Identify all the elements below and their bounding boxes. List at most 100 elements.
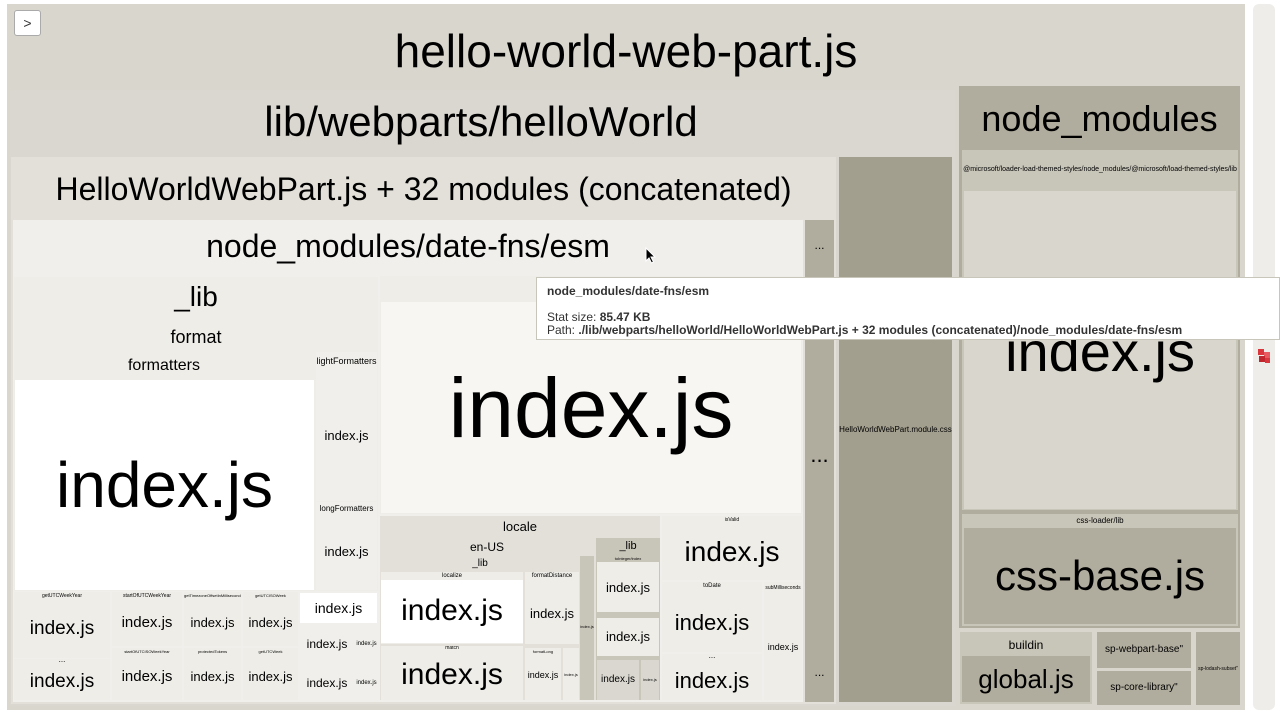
folder-label-format: format (170, 327, 222, 347)
folder-gettimezoneoffset[interactable]: getTimezoneOffsetInMilliseconds index.js (184, 592, 241, 646)
folder-label: longFormatters (319, 504, 374, 513)
file-label: index.js (29, 671, 95, 692)
folder-ellipsis[interactable]: ... index.js (14, 659, 110, 700)
folder-label: _lib (619, 540, 637, 552)
folder-label: lightFormatters (316, 356, 377, 366)
file-index-js[interactable]: index.js (300, 625, 354, 663)
folder-label: getUTCWeek (258, 649, 283, 654)
file-label: index.js (121, 614, 173, 631)
file-index-js[interactable]: index.js (563, 648, 579, 700)
file-index-js[interactable]: index.js (597, 618, 659, 656)
package-label: sp-core-library" (1110, 682, 1178, 693)
folder-startofutcisoweekyear[interactable]: startOfUTCISOWeekYear index.js (112, 648, 182, 700)
folder-protectedtokens[interactable]: protectedTokens index.js (184, 648, 241, 700)
folder-label: subMilliseconds (765, 585, 801, 591)
file-label: global.js (978, 664, 1074, 694)
folder-label: toDate (703, 583, 721, 589)
file-label: index.js (401, 594, 503, 627)
folder-getutcisoweek[interactable]: getUTCISOWeek index.js (243, 592, 298, 646)
file-index-js[interactable]: index.js (300, 593, 377, 623)
file-label: index.js (448, 361, 734, 455)
file-label: index.js (674, 610, 750, 635)
folder-label: locale (503, 519, 537, 534)
folder-formatdistance[interactable]: formatDistance index.js (525, 572, 579, 644)
file-label: index.js (248, 615, 293, 630)
tooltip-path-value: ./lib/webparts/helloWorld/HelloWorldWebP… (578, 323, 1183, 337)
file-label: index.js (605, 580, 651, 595)
file-label: index.js (684, 536, 780, 567)
file-index-js[interactable]: index.js (15, 380, 314, 590)
folder-label: node_modules (981, 98, 1218, 139)
file-localize-index-js[interactable]: index.js (381, 580, 523, 643)
file-label: index.js (314, 600, 363, 616)
folder-light-formatters[interactable]: lightFormatters index.js (316, 352, 377, 501)
module-label: HelloWorldWebPart.js + 32 modules (conca… (55, 171, 792, 207)
file-label: index.js (121, 668, 173, 685)
folder-ellipsis-file[interactable]: ... index.js (662, 654, 762, 700)
mouse-cursor-icon (645, 247, 657, 265)
folder-label-lib: _lib (472, 558, 488, 569)
folder-label: ... (814, 665, 825, 679)
folder-label: startOfUTCISOWeekYear (124, 649, 170, 654)
folder-label: formatters (127, 357, 200, 374)
file-label: index.js (56, 449, 273, 521)
folder-todate[interactable]: toDate index.js (662, 582, 762, 652)
folder-label: buildin (1008, 638, 1044, 652)
package-label: sp-webpart-base" (1104, 644, 1184, 655)
file-index-js[interactable]: index.js (597, 660, 639, 700)
folder-formatlong[interactable]: formatLong index.js (525, 648, 561, 700)
file-label: HelloWorldWebPart.module.css (839, 425, 952, 434)
folder-label: formatDistance (531, 573, 573, 579)
folder-label: getTimezoneOffsetInMilliseconds (184, 593, 241, 598)
bundle-icon (1257, 348, 1271, 364)
file-global-js[interactable]: global.js (962, 656, 1090, 702)
file-label: index.js (529, 606, 575, 621)
file-index-js[interactable]: index.js (300, 665, 354, 700)
file-index-js[interactable]: index.js (597, 562, 659, 612)
package-sp-webpart-base[interactable]: sp-webpart-base" (1097, 632, 1191, 668)
folder-label: startOfUTCWeekYear (122, 593, 172, 599)
folder-label: _lib (174, 281, 218, 312)
folder-startofutcweekyear[interactable]: startOfUTCWeekYear index.js (112, 592, 182, 646)
file-label: index.js (248, 669, 293, 684)
file-index-js[interactable]: index.js (356, 625, 377, 663)
file-css-base-js[interactable]: css-base.js (964, 528, 1236, 624)
folder-label: match (445, 646, 459, 651)
file-index-js[interactable]: index.js (580, 556, 594, 700)
tooltip-path-label: Path: (547, 323, 576, 337)
package-sp-core-library[interactable]: sp-core-library" (1097, 671, 1191, 705)
file-index-js[interactable]: index.js (641, 660, 659, 700)
package-sp-lodash-subset[interactable]: sp-lodash-subset" (1196, 632, 1240, 705)
file-helloworldwebpart-module-css[interactable]: HelloWorldWebPart.module.css (839, 157, 952, 702)
folder-label: getUTCISOWeek (255, 593, 286, 598)
file-label: index.js (527, 670, 559, 680)
tooltip-path-row: Path: ./lib/webparts/helloWorld/HelloWor… (547, 323, 1182, 337)
file-index-js[interactable]: index.js (356, 665, 377, 700)
bundle-title: hello-world-web-part.js (394, 25, 858, 77)
file-label: index.js (356, 680, 377, 686)
file-label: index.js (767, 642, 799, 652)
folder-long-formatters[interactable]: longFormatters index.js (316, 502, 377, 590)
sidebar-toggle-button[interactable]: > (14, 10, 41, 36)
tooltip-stat-label: Stat size: (547, 310, 597, 324)
folder-submilliseconds[interactable]: subMilliseconds index.js (764, 582, 802, 700)
file-label: index.js (324, 428, 369, 443)
tooltip-stat-value: 85.47 KB (599, 310, 651, 324)
file-label: index.js (401, 658, 503, 691)
tooltip-stat-row: Stat size: 85.47 KB (547, 310, 650, 324)
folder-match[interactable]: match index.js (381, 646, 523, 700)
package-label: sp-lodash-subset" (1198, 666, 1238, 672)
folder-getutcweek[interactable]: getUTCWeek index.js (243, 648, 298, 700)
folder-isvalid[interactable]: isValid index.js (662, 516, 802, 580)
file-label: index.js (356, 641, 377, 647)
folder-getutcweekyear[interactable]: getUTCWeekYear index.js (14, 592, 110, 658)
folder-label: protectedTokens (197, 649, 228, 654)
file-label: index.js (190, 615, 235, 630)
file-label: css-base.js (994, 552, 1206, 599)
folder-label: node_modules/date-fns/esm (206, 228, 610, 264)
file-label: index.js (306, 676, 348, 690)
file-label: index.js (190, 669, 235, 684)
folder-label: @microsoft/loader-load-themed-styles/nod… (963, 166, 1237, 173)
file-index-js[interactable]: index.js (964, 191, 1236, 509)
chevron-right-icon: > (23, 15, 32, 31)
